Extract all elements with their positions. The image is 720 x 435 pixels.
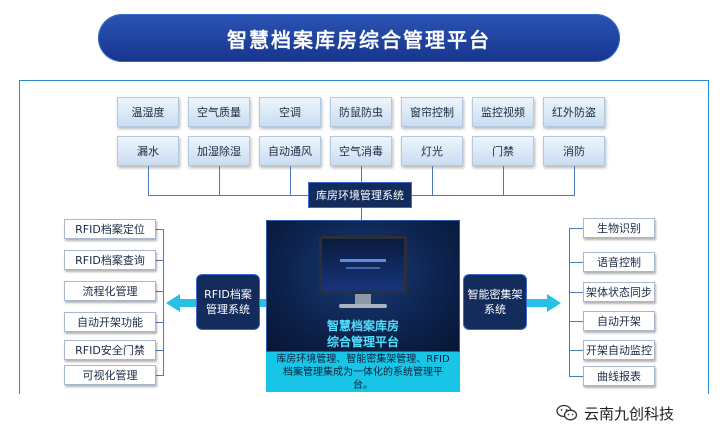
sensor-box: 漏水 [117,136,179,166]
connector-line [219,166,220,196]
connector-line [290,166,291,196]
left-system-box: RFID档案 管理系统 [196,274,260,330]
left-feature-item: 流程化管理 [64,281,156,301]
sensor-box: 空调 [259,97,321,127]
sensor-box: 温湿度 [117,97,179,127]
right-system-line2: 系统 [484,303,506,316]
arrow-left-body [180,299,196,307]
right-feature-item: 生物识别 [583,218,655,238]
left-system-line2: 管理系统 [206,303,250,316]
left-feature-item: RFID档案定位 [64,219,156,239]
connector-line [432,166,433,196]
left-system-line1: RFID档案 [204,288,252,301]
sensor-box: 防鼠防虫 [330,97,392,127]
right-feature-item: 曲线报表 [583,366,655,386]
monitor-icon [319,236,407,294]
left-tick [156,375,164,376]
left-feature-item: 自动开架功能 [64,312,156,332]
right-system-line1: 智能密集架 [467,288,523,301]
right-feature-item: 开架自动监控 [583,340,655,360]
arrow-left-icon [166,294,180,312]
left-tick [156,322,164,323]
connector-line [412,195,575,196]
env-system-box: 库房环境管理系统 [308,182,412,208]
connector-line [148,195,308,196]
sensor-box: 门禁 [472,136,534,166]
sensor-box: 加湿除湿 [188,136,250,166]
arrow-right-icon [547,294,561,312]
right-tick [569,350,583,351]
center-description: 库房环境管理、智能密集架管理、RFID档案管理集成为一体化的系统管理平台。 [266,352,460,392]
watermark-text: 云南九创科技 [584,404,675,423]
right-feature-item: 语音控制 [583,252,655,272]
center-title: 智慧档案库房 综合管理平台 [266,318,460,350]
sensor-box: 自动通风 [259,136,321,166]
monitor-stand [355,294,371,304]
arrow-right-body [527,299,547,307]
left-tick [156,260,164,261]
right-feature-item: 自动开架 [583,311,655,331]
sensor-box: 空气质量 [188,97,250,127]
right-bracket-line [569,228,570,376]
arrow-left-link [260,299,266,307]
right-tick [569,228,583,229]
left-tick [156,350,164,351]
right-tick [569,262,583,263]
connector-line [361,166,362,182]
sensor-box: 消防 [543,136,605,166]
monitor-base [339,304,387,308]
right-tick [569,321,583,322]
left-tick [156,291,164,292]
connector-line [503,166,504,196]
sensor-box: 红外防盗 [543,97,605,127]
outer-frame [19,80,709,394]
right-tick [569,292,583,293]
left-feature-item: 可视化管理 [64,365,156,385]
page-title: 智慧档案库房综合管理平台 [98,14,620,62]
connector-line [361,208,362,220]
left-feature-item: RFID安全门禁 [64,340,156,360]
left-tick [156,229,164,230]
watermark: 云南九创科技 [556,402,706,424]
right-system-box: 智能密集架 系统 [463,274,527,330]
wechat-icon [556,404,578,421]
sensor-box: 窗帘控制 [401,97,463,127]
center-title-line2: 综合管理平台 [326,335,399,349]
connector-line [148,166,149,196]
right-tick [569,376,583,377]
right-feature-item: 架体状态同步 [583,282,655,302]
left-feature-item: RFID档案查询 [64,250,156,270]
sensor-box: 灯光 [401,136,463,166]
center-title-line1: 智慧档案库房 [326,319,399,333]
connector-line [574,166,575,196]
left-bracket-line [163,229,164,375]
sensor-box: 空气消毒 [330,136,392,166]
sensor-box: 监控视频 [472,97,534,127]
